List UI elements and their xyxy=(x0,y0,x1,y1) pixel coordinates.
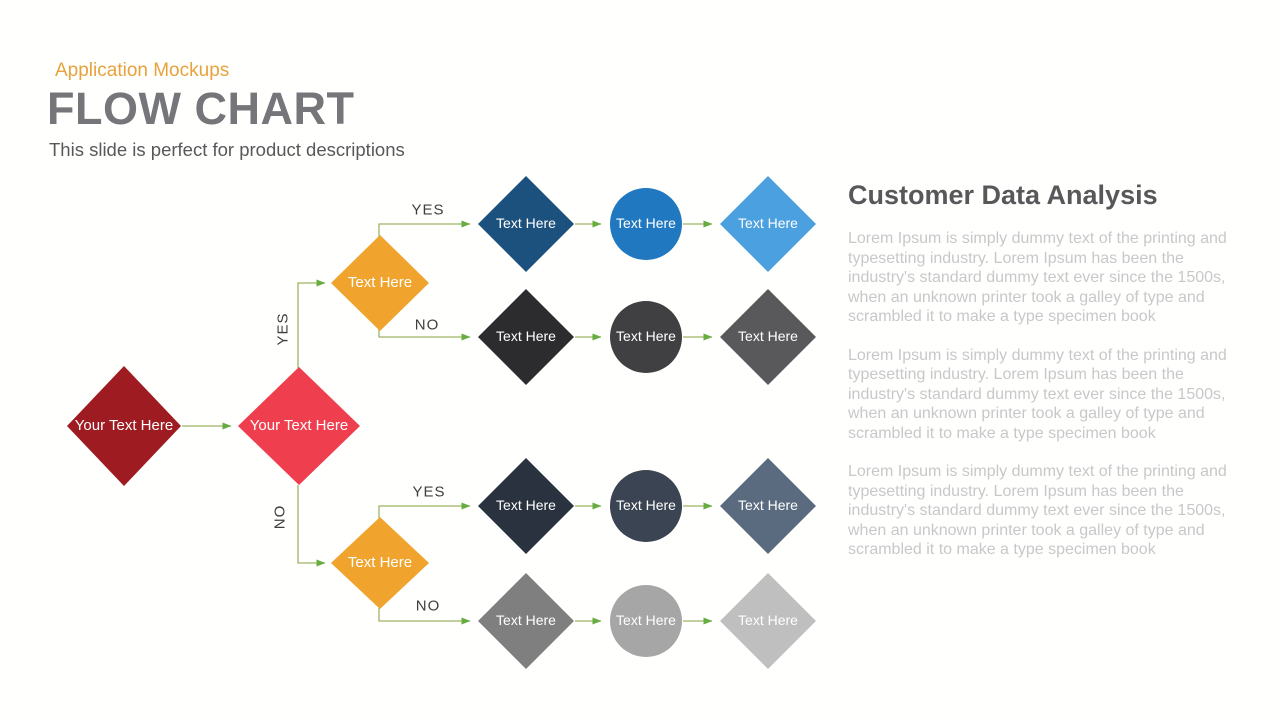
branch-label-no: NO xyxy=(271,504,289,530)
flow-node-label: Text Here xyxy=(738,612,798,629)
flow-node-label: Text Here xyxy=(616,497,676,514)
eyebrow-label: Application Mockups xyxy=(55,60,230,81)
description-panel: Customer Data Analysis Lorem Ipsum is si… xyxy=(848,180,1233,579)
flow-node-label: Text Here xyxy=(738,328,798,345)
panel-title: Customer Data Analysis xyxy=(848,180,1158,210)
flow-node-label: Text Here xyxy=(738,215,798,232)
flow-node-circle: Text Here xyxy=(610,470,682,542)
flow-node-label: Text Here xyxy=(496,612,556,629)
flow-node-circle: Text Here xyxy=(610,585,682,657)
branch-label-yes: YES xyxy=(274,312,292,346)
flow-node-label: Text Here xyxy=(496,497,556,514)
flow-node-label: Text Here xyxy=(347,273,413,291)
branch-label-no: NO xyxy=(415,597,441,615)
branch-label-no: NO xyxy=(414,316,440,334)
flow-node-label: Text Here xyxy=(616,612,676,629)
flow-node-label: Text Here xyxy=(738,497,798,514)
flow-connector xyxy=(378,502,471,518)
flow-node-label: Your Text Here xyxy=(74,416,174,434)
page-title: FLOW CHART xyxy=(47,83,355,134)
flow-node-circle: Text Here xyxy=(610,301,682,373)
panel-paragraph: Lorem Ipsum is simply dummy text of the … xyxy=(848,346,1227,442)
branch-label-yes: YES xyxy=(412,483,446,501)
panel-paragraph: Lorem Ipsum is simply dummy text of the … xyxy=(848,463,1227,558)
flow-node-label: Your Text Here xyxy=(249,416,349,434)
flow-connector xyxy=(378,220,471,237)
flow-node-label: Text Here xyxy=(496,328,556,345)
page-subtitle: This slide is perfect for product descri… xyxy=(49,139,405,160)
flow-connector xyxy=(297,279,326,368)
flow-connector xyxy=(297,485,326,567)
flow-connector xyxy=(378,608,471,625)
flow-node-label: Text Here xyxy=(496,215,556,232)
flow-node-circle: Text Here xyxy=(610,188,682,260)
flow-node-label: Text Here xyxy=(347,553,413,571)
flow-connector xyxy=(378,329,471,341)
flow-node-label: Text Here xyxy=(616,215,676,232)
flow-node-label: Text Here xyxy=(616,328,676,345)
branch-label-yes: YES xyxy=(411,201,445,219)
panel-paragraph: Lorem Ipsum is simply dummy text of the … xyxy=(848,230,1227,325)
